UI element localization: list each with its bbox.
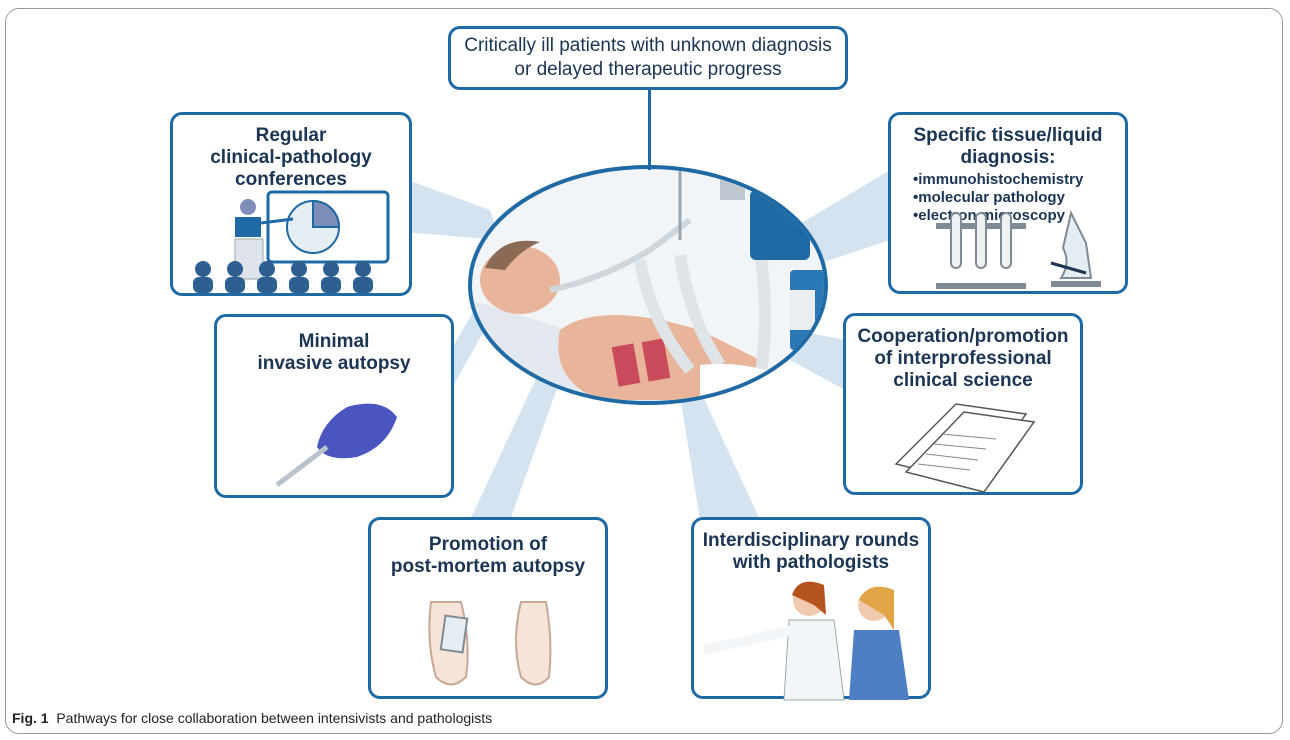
title-line: Regular xyxy=(255,125,327,146)
title-line: Interdisciplinary rounds xyxy=(702,530,920,551)
title-line: of interprofessional xyxy=(874,348,1052,369)
figure-frame xyxy=(5,8,1283,734)
top-box-line1: Critically ill patients with unknown dia… xyxy=(464,35,832,56)
title-line: Specific tissue/liquid xyxy=(913,125,1103,146)
box-minimal-invasive-autopsy: Minimal invasive autopsy xyxy=(214,314,454,498)
conference-illustration xyxy=(193,190,390,293)
figure-caption: Fig. 1 Pathways for close collaboration … xyxy=(12,710,492,726)
top-box-critically-ill: Critically ill patients with unknown dia… xyxy=(448,26,848,90)
title-line: conferences xyxy=(235,169,347,190)
paper-document-icon xyxy=(894,403,1036,493)
box-tissue-liquid-diagnosis: Specific tissue/liquid diagnosis: •immun… xyxy=(888,112,1128,294)
title-line: Minimal xyxy=(298,331,370,352)
feet-toe-tag-icon xyxy=(428,601,552,686)
top-box-line2: or delayed therapeutic progress xyxy=(514,59,782,80)
box-title: Interdisciplinary rounds with pathologis… xyxy=(694,530,928,574)
patient-illustration xyxy=(468,165,828,405)
box-title: Regular clinical-pathology conferences xyxy=(173,125,409,191)
box-title: Specific tissue/liquid diagnosis: xyxy=(891,125,1125,169)
box-post-mortem-autopsy: Promotion of post-mortem autopsy xyxy=(368,517,608,699)
clinicians-illustration xyxy=(702,581,909,701)
diagnosis-bullets: •immunohistochemistry •molecular patholo… xyxy=(913,171,1083,225)
ray-bottom-right xyxy=(680,390,760,520)
box-title: Promotion of post-mortem autopsy xyxy=(371,534,605,578)
title-line: diagnosis: xyxy=(960,147,1056,168)
connector-line xyxy=(648,90,651,170)
title-line: post-mortem autopsy xyxy=(390,556,586,577)
lab-equipment-icon xyxy=(936,210,1101,289)
caption-label: Fig. 1 xyxy=(12,710,49,726)
title-line: with pathologists xyxy=(732,552,890,573)
title-line: clinical science xyxy=(893,370,1033,391)
box-title: Cooperation/promotion of interprofession… xyxy=(846,326,1080,392)
box-title: Minimal invasive autopsy xyxy=(217,331,451,375)
title-line: clinical-pathology xyxy=(210,147,372,168)
bullet-item: •molecular pathology xyxy=(913,189,1065,206)
box-clinical-pathology-conferences: Regular clinical-pathology conferences xyxy=(170,112,412,296)
title-line: Promotion of xyxy=(428,534,548,555)
box-interprofessional-science: Cooperation/promotion of interprofession… xyxy=(843,313,1083,495)
caption-text: Pathways for close collaboration between… xyxy=(56,710,493,726)
title-line: Cooperation/promotion xyxy=(857,326,1069,347)
bullet-item: •immunohistochemistry xyxy=(913,171,1084,188)
ray-bottom-left xyxy=(470,370,560,520)
title-line: invasive autopsy xyxy=(257,353,411,374)
box-interdisciplinary-rounds: Interdisciplinary rounds with pathologis… xyxy=(691,517,931,701)
scalpel-hand-icon xyxy=(262,403,397,495)
